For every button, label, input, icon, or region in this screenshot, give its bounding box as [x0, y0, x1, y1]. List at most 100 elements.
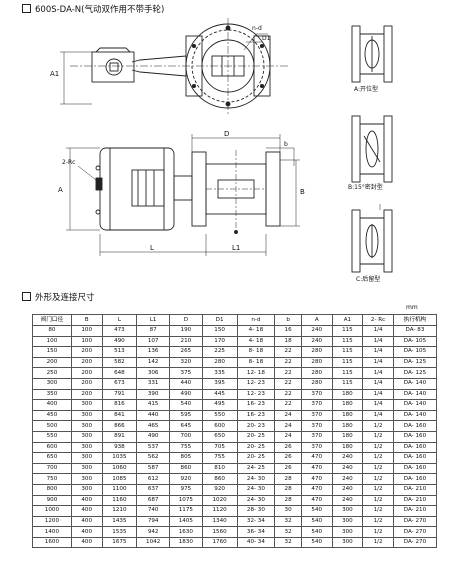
table-cell: 300	[70, 399, 103, 411]
table-cell: 28- 30	[236, 505, 276, 517]
table-cell: 866	[101, 420, 138, 432]
label-A: A	[58, 186, 63, 194]
table-cell: 740	[136, 505, 171, 517]
table-cell: 16	[274, 325, 302, 337]
table-cell: 648	[101, 367, 138, 379]
table-cell: DA- 160	[392, 452, 438, 464]
table-cell: 816	[101, 399, 138, 411]
label-b: b	[284, 141, 288, 148]
table-cell: 280	[300, 367, 333, 379]
table-cell: DA- 160	[392, 462, 438, 475]
table-cell: 300	[331, 515, 364, 528]
table-cell: 595	[169, 409, 203, 422]
label-B: B	[300, 188, 305, 196]
table-cell: 180	[331, 430, 364, 443]
table-cell: 26	[274, 452, 302, 464]
table-cell: 1/4	[362, 377, 394, 390]
table-cell: DA- 210	[392, 505, 438, 517]
table-cell: 180	[331, 409, 364, 422]
table-cell: 920	[201, 483, 238, 496]
table-cell: 750	[32, 473, 72, 485]
table-cell: 30	[274, 505, 302, 517]
table-cell: DA- 125	[392, 367, 438, 379]
table-cell: 170	[201, 335, 238, 348]
checkbox-square-icon	[22, 4, 31, 13]
table-cell: DA- 160	[392, 473, 438, 485]
table-cell: 1175	[169, 505, 203, 517]
table-cell: 370	[300, 441, 333, 454]
table-cell: 24	[274, 409, 302, 422]
table-cell: 755	[169, 441, 203, 454]
table-cell: 306	[136, 367, 171, 379]
header-cell: D	[169, 314, 203, 326]
view-c-caption: C:后留型	[356, 275, 380, 283]
table-cell: 860	[201, 473, 238, 485]
table-cell: 1/2	[362, 526, 394, 538]
header-cell: b	[274, 314, 302, 326]
table-cell: 40- 34	[236, 536, 276, 549]
table-cell: 841	[101, 409, 138, 422]
table-cell: DA- 105	[392, 335, 438, 348]
label-nd: n-d	[252, 25, 262, 32]
table-cell: 470	[300, 452, 333, 464]
table-cell: DA- 160	[392, 420, 438, 432]
table-cell: 400	[70, 536, 103, 549]
table-cell: 320	[169, 356, 203, 369]
table-cell: 687	[136, 494, 171, 507]
table-cell: 1210	[101, 505, 138, 517]
label-A1: A1	[50, 70, 59, 78]
table-cell: 370	[300, 399, 333, 411]
table-cell: 32- 34	[236, 515, 276, 528]
table-cell: 540	[300, 536, 333, 549]
table-cell: 115	[331, 367, 364, 379]
table-cell: 115	[331, 377, 364, 390]
table-cell: 200	[70, 367, 103, 379]
section-title-dimensions: 外形及连接尺寸	[22, 292, 95, 303]
table-cell: 1400	[32, 526, 72, 538]
table-cell: 12- 23	[236, 388, 276, 401]
table-cell: 240	[300, 325, 333, 337]
table-cell: 1340	[201, 515, 238, 528]
table-cell: 473	[101, 325, 138, 337]
table-cell: 465	[136, 420, 171, 432]
table-cell: 1/4	[362, 399, 394, 411]
label-D1: D1	[262, 35, 271, 42]
table-cell: 1535	[101, 526, 138, 538]
table-cell: 400	[32, 399, 72, 411]
table-cell: 810	[201, 462, 238, 475]
table-cell: 1060	[101, 462, 138, 475]
table-cell: 540	[300, 515, 333, 528]
table-cell: 22	[274, 356, 302, 369]
table-cell: 240	[300, 335, 333, 348]
table-cell: 300	[70, 409, 103, 422]
table-cell: 370	[300, 388, 333, 401]
section-title-model: 600S-DA-N(气动双作用不带手轮)	[22, 4, 164, 15]
header-cell: B	[70, 314, 103, 326]
table-cell: DA- 83	[392, 325, 438, 337]
table-cell: 500	[32, 420, 72, 432]
table-cell: 920	[169, 473, 203, 485]
table-cell: 210	[169, 335, 203, 348]
table-cell: 1200	[32, 515, 72, 528]
table-cell: 240	[331, 452, 364, 464]
table-cell: 22	[274, 377, 302, 390]
table-cell: 87	[136, 325, 171, 337]
table-cell: 645	[169, 420, 203, 432]
table-cell: 1/2	[362, 462, 394, 475]
table-cell: 335	[201, 367, 238, 379]
table-cell: 490	[101, 335, 138, 348]
table-cell: 100	[70, 325, 103, 337]
table-cell: 28	[274, 494, 302, 507]
table-cell: 12- 18	[236, 367, 276, 379]
